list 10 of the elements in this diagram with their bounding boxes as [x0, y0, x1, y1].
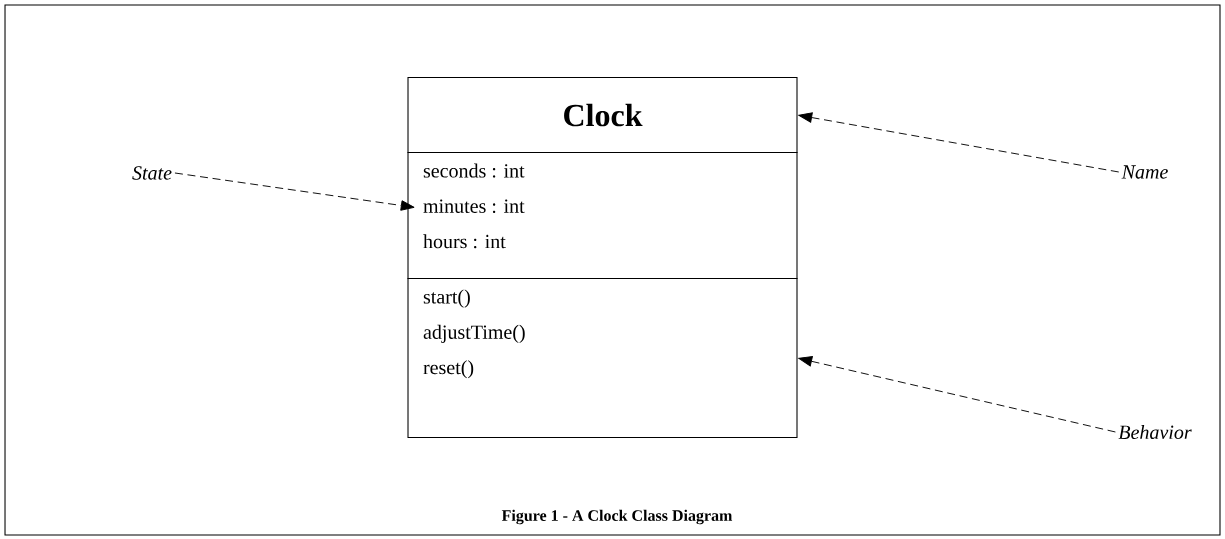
caption: Figure 1 - A Clock Class Diagram: [501, 509, 733, 525]
class-compartment: seconds : int minutes : int hours : int: [407, 152, 798, 280]
class-compartment: start() adjustTime() reset(): [407, 278, 798, 439]
dashed-arrow: [174, 172, 415, 211]
annotation-label: Behavior: [1118, 424, 1192, 440]
dashed-arrow: [798, 356, 1116, 433]
dashed-arrow: [798, 112, 1120, 173]
class-name-compartment: Clock: [407, 77, 798, 154]
annotation-label: Name: [1121, 165, 1168, 179]
annotation-label: State: [132, 166, 172, 180]
